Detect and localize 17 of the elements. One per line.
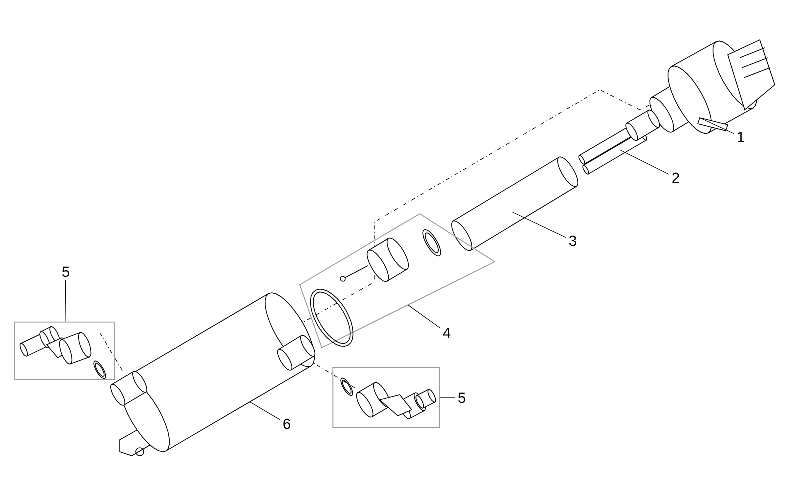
callout-number: 1 [738,132,744,142]
uv-lamp-drawing [578,110,660,175]
housing-drawing [110,292,316,456]
callout-number: 4 [443,328,451,338]
part-group-box [14,322,116,380]
leader-line [250,402,280,420]
callout-number: 2 [672,172,680,184]
part-group-box [332,368,440,428]
callout-number: 5 [62,266,70,278]
callout-number: 6 [284,418,290,430]
quartz-tube-drawing [452,156,578,252]
leader-line [408,304,440,328]
callout-number: 3 [570,236,576,246]
leader-line [620,150,670,175]
leader-line [65,280,66,322]
callout-number: 5 [458,392,466,404]
leader-line [512,212,566,238]
